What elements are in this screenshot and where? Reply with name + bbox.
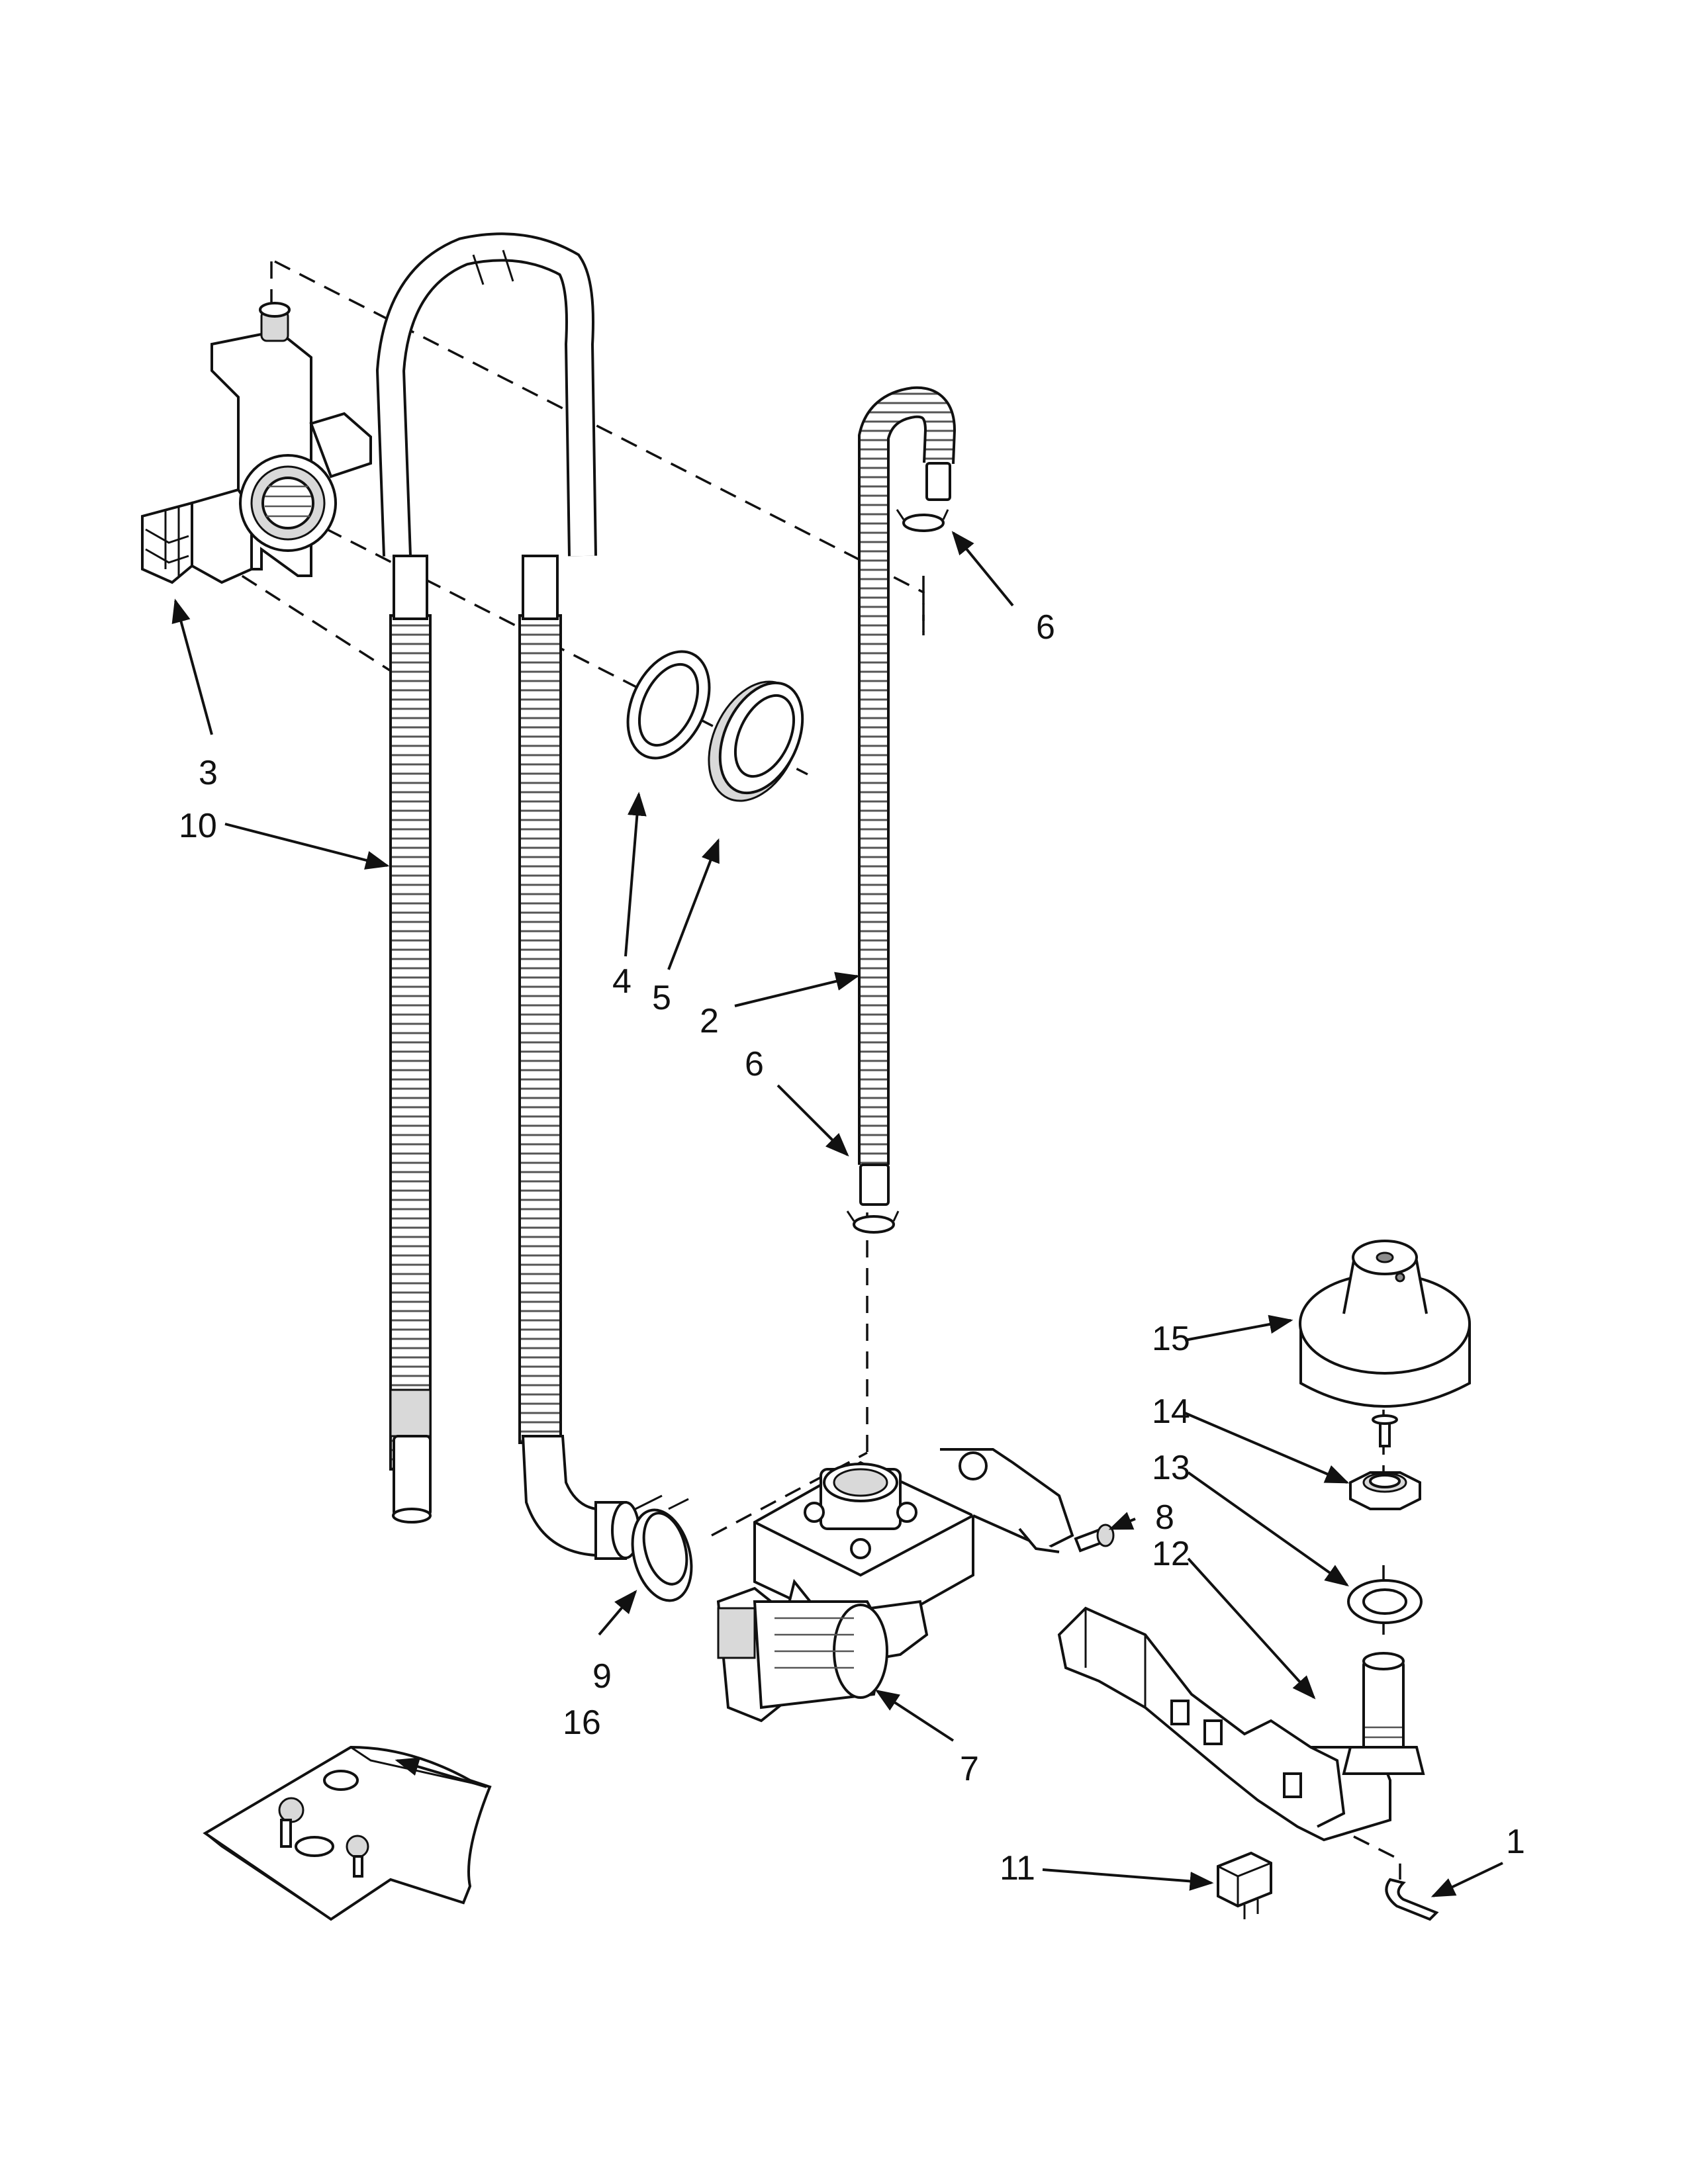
callout-10: 10 <box>179 807 217 845</box>
leader-lines <box>171 531 1503 1897</box>
hose-clamp-part-6-top <box>896 509 949 532</box>
float-bracket-part-12 <box>1057 1606 1425 1842</box>
leader-7 <box>874 1690 955 1742</box>
leader-11 <box>1042 1868 1214 1891</box>
callout-6-bottom: 6 <box>745 1045 764 1083</box>
callout-labels: 6 3 10 4 5 2 6 15 14 13 8 12 9 16 7 11 1 <box>179 608 1525 1888</box>
leader-3 <box>171 598 213 735</box>
callout-11: 11 <box>1000 1849 1035 1888</box>
callout-4: 4 <box>612 962 632 1001</box>
callout-8: 8 <box>1155 1498 1174 1537</box>
leader-16 <box>395 1757 487 1788</box>
screw-part-8 <box>1074 1524 1115 1553</box>
leader-15 <box>1184 1314 1293 1342</box>
leader-12 <box>1187 1557 1316 1700</box>
drain-hose-part-10 <box>375 232 640 1560</box>
float-part-15 <box>1299 1240 1471 1447</box>
callout-3: 3 <box>199 754 218 792</box>
leader-8 <box>1108 1512 1136 1530</box>
nut-part-5 <box>708 680 804 802</box>
gasket-part-4 <box>626 650 711 760</box>
drain-housing-part-3 <box>141 302 372 584</box>
leader-9 <box>598 1590 637 1636</box>
callout-12: 12 <box>1152 1535 1190 1573</box>
callout-7: 7 <box>960 1750 979 1788</box>
leader-13 <box>1187 1471 1349 1587</box>
callout-1: 1 <box>1506 1823 1525 1861</box>
inlet-hose-part-2 <box>858 386 957 1206</box>
callout-9: 9 <box>592 1657 612 1696</box>
leader-4 <box>624 792 647 957</box>
float-nut-part-14 <box>1349 1471 1421 1510</box>
leader-10 <box>224 823 390 870</box>
callout-13: 13 <box>1152 1449 1190 1487</box>
microswitch-part-11 <box>1217 1851 1272 1919</box>
drain-pump-part-7 <box>716 1448 1074 1723</box>
hardware-bag-part-16 <box>203 1745 492 1921</box>
callout-16: 16 <box>563 1704 601 1742</box>
hose-clamp-part-6-bottom <box>846 1210 900 1234</box>
large-clamp-part-9 <box>631 1494 693 1602</box>
callout-14: 14 <box>1152 1392 1190 1431</box>
leader-6-top <box>951 531 1014 607</box>
leader-6-bottom <box>776 1084 849 1157</box>
callout-6-top: 6 <box>1036 608 1055 647</box>
washer-part-13 <box>1347 1579 1423 1624</box>
callout-2: 2 <box>700 1002 719 1040</box>
clip-part-1 <box>1385 1878 1439 1921</box>
leader-2 <box>734 972 860 1007</box>
callout-15: 15 <box>1152 1320 1190 1358</box>
leader-5 <box>667 838 720 970</box>
callout-5: 5 <box>652 979 671 1017</box>
leader-1 <box>1430 1862 1503 1897</box>
leader-14 <box>1184 1412 1350 1484</box>
